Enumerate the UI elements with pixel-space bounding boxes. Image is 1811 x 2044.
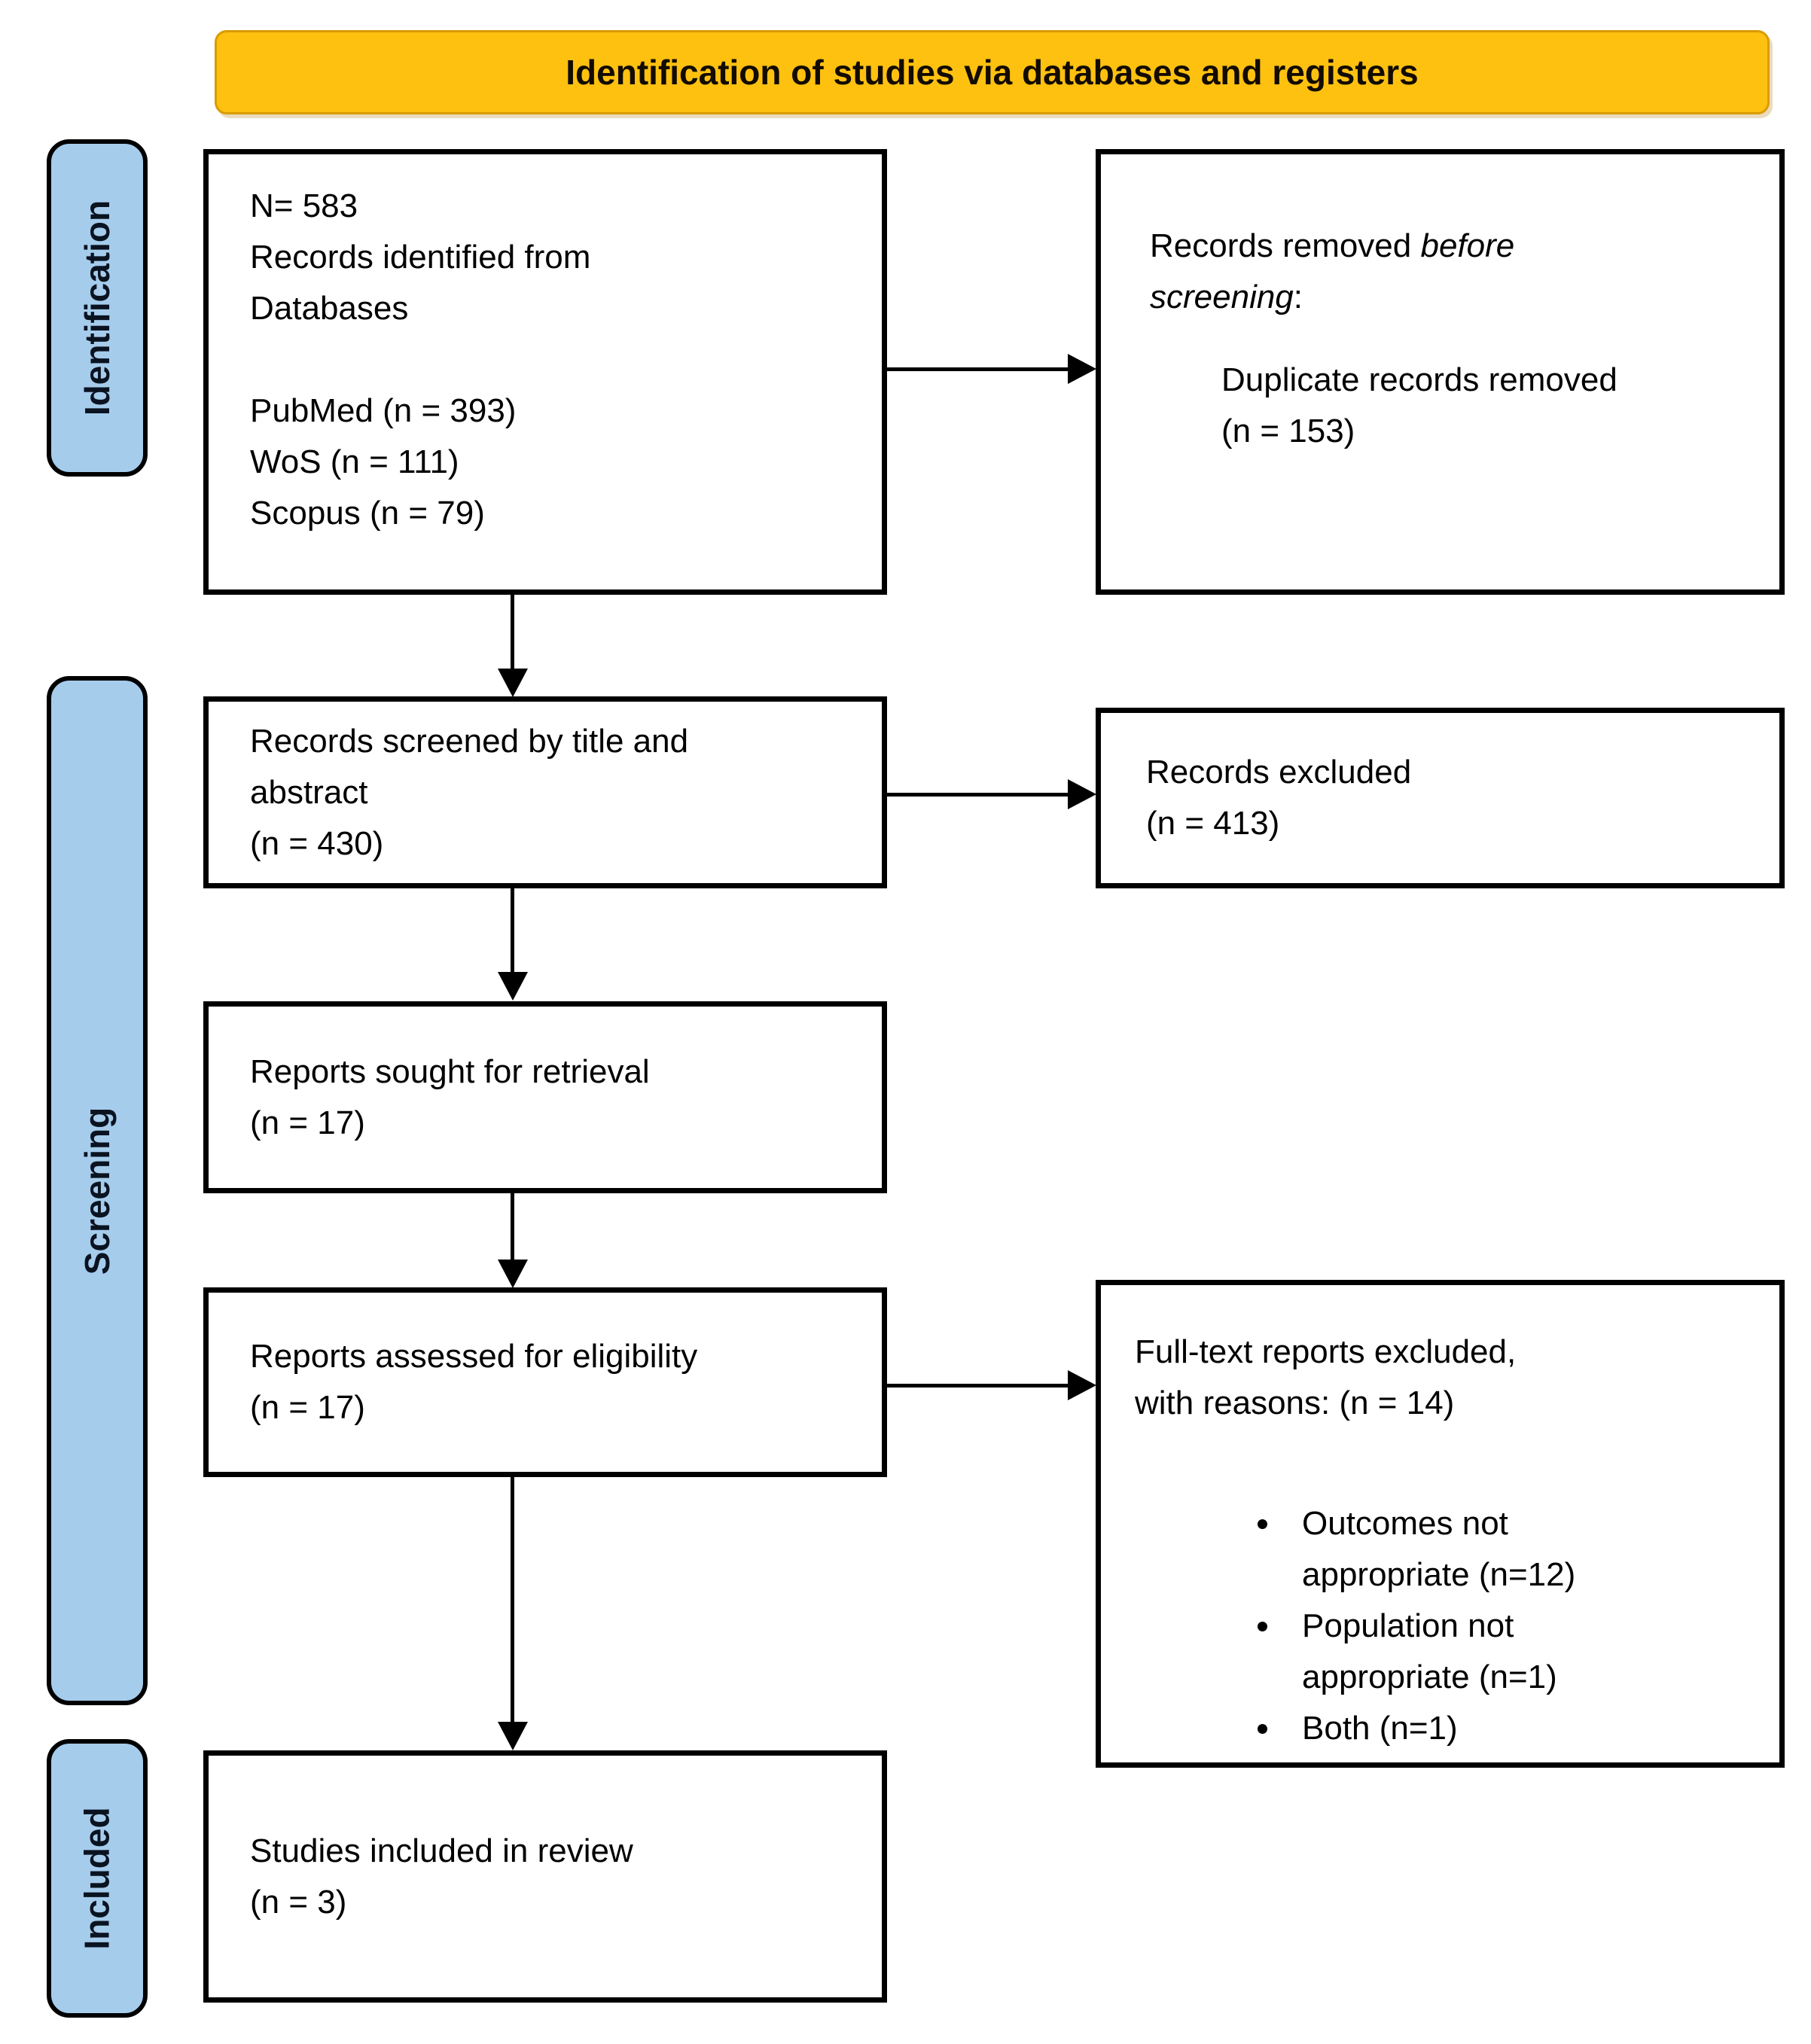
- arrow-assessed-to-fulltext-line: [887, 1384, 1069, 1388]
- records-screened-box: Records screened by title and abstract (…: [203, 696, 887, 888]
- records-removed-box: Records removed before screening: Duplic…: [1096, 149, 1785, 595]
- reports-sought-box: Reports sought for retrieval (n = 17): [203, 1001, 887, 1193]
- records-removed-heading-emphasis: before screening: [1150, 227, 1515, 315]
- duplicates-removed-text: Duplicate records removed (n = 153): [1221, 361, 1617, 449]
- stage-label-included-text: Included: [78, 1807, 117, 1950]
- fulltext-reason-item: Both (n=1): [1282, 1703, 1594, 1754]
- reports-sought-text: Reports sought for retrieval (n = 17): [250, 1052, 650, 1141]
- records-removed-heading: Records removed before screening:: [1150, 221, 1602, 323]
- arrow-down-icon: [498, 972, 528, 1001]
- records-removed-heading-suffix: :: [1293, 279, 1303, 315]
- stage-label-included: Included: [47, 1739, 148, 2018]
- reports-assessed-text: Reports assessed for eligibility (n = 17…: [250, 1338, 698, 1426]
- arrow-right-icon: [1068, 1370, 1096, 1400]
- fulltext-reason-item: Outcomes not appropriate (n=12): [1282, 1498, 1594, 1601]
- fulltext-reason-item: Population not appropriate (n=1): [1282, 1601, 1594, 1703]
- fulltext-excluded-box: Full-text reports excluded, with reasons…: [1096, 1280, 1785, 1768]
- stage-label-identification: Identification: [47, 139, 148, 477]
- arrow-sought-to-assessed-line: [511, 1193, 514, 1261]
- stage-label-identification-text: Identification: [78, 200, 117, 416]
- records-identified-box: N= 583 Records identified from Databases…: [203, 149, 887, 595]
- stage-label-screening-text: Screening: [78, 1107, 117, 1275]
- arrow-screened-to-excluded-line: [887, 793, 1069, 797]
- arrow-right-icon: [1068, 354, 1096, 384]
- arrow-right-icon: [1068, 779, 1096, 809]
- fulltext-excluded-heading: Full-text reports excluded, with reasons…: [1135, 1333, 1517, 1421]
- arrow-down-icon: [498, 1260, 528, 1288]
- records-excluded-box: Records excluded (n = 413): [1096, 708, 1785, 888]
- arrow-identified-to-screened-line: [511, 595, 514, 670]
- records-removed-heading-prefix: Records removed: [1150, 227, 1421, 264]
- arrow-screened-to-sought-line: [511, 888, 514, 973]
- records-excluded-text: Records excluded (n = 413): [1146, 754, 1412, 842]
- fulltext-excluded-reasons-list: Outcomes not appropriate (n=12) Populati…: [1255, 1498, 1594, 1754]
- records-identified-text: N= 583 Records identified from Databases…: [250, 187, 591, 532]
- reports-assessed-box: Reports assessed for eligibility (n = 17…: [203, 1287, 887, 1477]
- arrow-down-icon: [498, 1722, 528, 1750]
- studies-included-text: Studies included in review (n = 3): [250, 1832, 633, 1921]
- records-screened-text: Records screened by title and abstract (…: [250, 722, 689, 862]
- studies-included-box: Studies included in review (n = 3): [203, 1750, 887, 2003]
- stage-label-screening: Screening: [47, 676, 148, 1705]
- arrow-down-icon: [498, 669, 528, 697]
- arrow-assessed-to-included-line: [511, 1477, 514, 1723]
- page-title: Identification of studies via databases …: [215, 30, 1770, 114]
- arrow-identified-to-removed-line: [887, 367, 1069, 371]
